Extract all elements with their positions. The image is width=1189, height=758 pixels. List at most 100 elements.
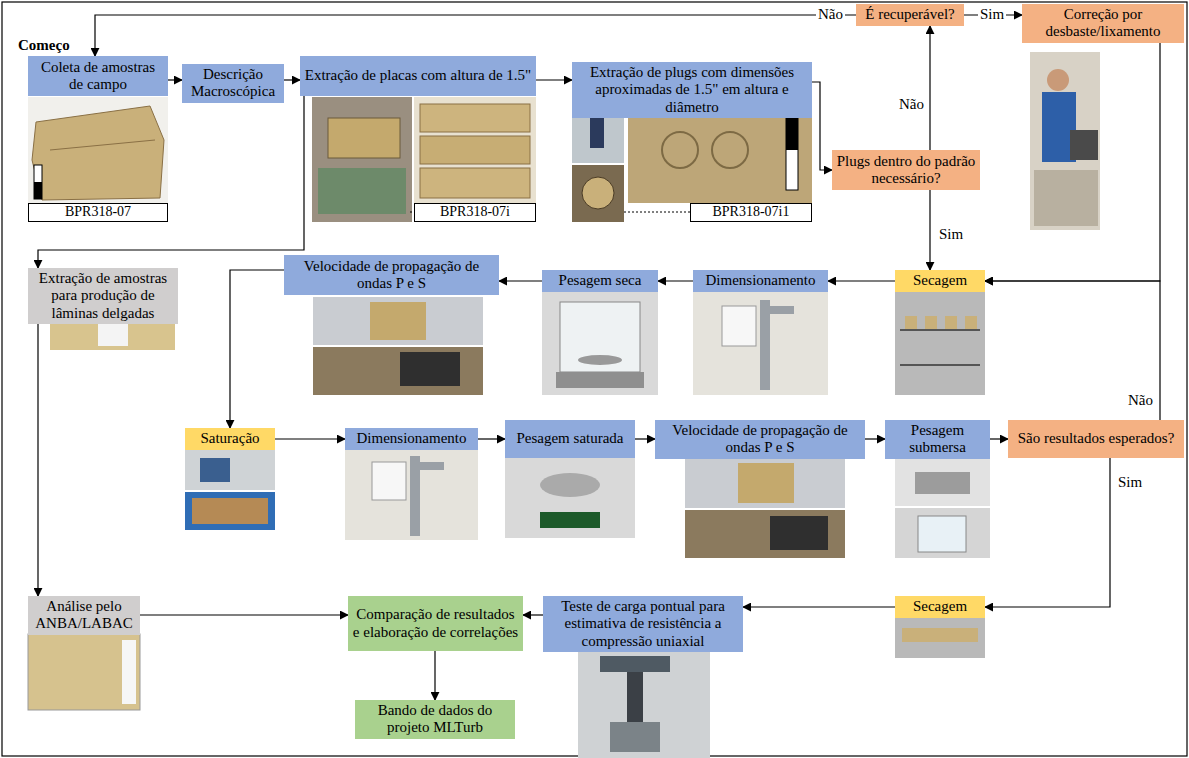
balance — [915, 472, 970, 494]
plug — [722, 306, 756, 346]
node-text: Extração de amostras para produção de lâ… — [32, 270, 174, 322]
process-box: Coleta de amostras de campo — [28, 56, 168, 96]
sample-id: BPR318-07i — [414, 203, 536, 222]
photo-ground — [578, 651, 710, 758]
photo-ground — [542, 292, 658, 395]
scale-bar — [786, 110, 798, 190]
saw-machine — [1070, 130, 1098, 160]
node-text: Velocidade de propagação de ondas P e S — [288, 258, 495, 293]
node-text: Secagem — [913, 598, 967, 615]
plug — [945, 316, 957, 329]
connector — [985, 43, 1160, 282]
analysis-box: Análise pelo ANBA/LABAC — [28, 596, 140, 635]
result-box: Comparação de resultados e elaboração de… — [348, 596, 523, 651]
node-text: Plugs dentro do padrão necessário? — [836, 153, 976, 188]
plugs — [192, 498, 268, 524]
connector — [929, 26, 930, 150]
sample-id: BPR318-07i1 — [690, 203, 812, 222]
sample-box: Extração de amostras para produção de lâ… — [28, 268, 178, 324]
rock-slab — [420, 168, 530, 198]
oven-shelf — [900, 329, 980, 331]
connector — [478, 438, 505, 439]
node-text: Secagem — [913, 272, 967, 289]
correction-box: Correção por desbaste/lixamento — [1022, 4, 1184, 43]
photo-ground — [313, 297, 483, 345]
plug-hole — [582, 177, 614, 209]
caliper — [770, 306, 794, 314]
photo-oven — [895, 292, 985, 395]
edge-label: Não — [816, 6, 845, 23]
connector — [929, 190, 930, 270]
plugs — [902, 628, 978, 642]
connector — [828, 280, 895, 281]
photo-ground — [693, 292, 828, 395]
plug-tray — [185, 492, 275, 530]
decision-box: É recuperável? — [856, 4, 964, 26]
photo-ultrasonic — [685, 458, 845, 558]
photo-balance — [505, 458, 635, 538]
node-text: Extração de placas com altura de 1.5" — [305, 67, 531, 84]
balance-pan — [540, 473, 600, 497]
rock-shape — [32, 106, 164, 200]
scale-bar — [34, 182, 42, 199]
connector — [140, 614, 348, 615]
photo-saturation — [185, 450, 275, 530]
edge-label: Sim — [1116, 474, 1144, 491]
edge-label: Sim — [978, 6, 1006, 23]
photo-oven — [895, 618, 985, 658]
press-piston — [627, 672, 643, 722]
caliper — [420, 462, 444, 470]
balance-display — [540, 512, 600, 528]
connector — [499, 280, 542, 281]
connector — [95, 15, 856, 56]
oven — [895, 618, 985, 658]
connector — [523, 614, 543, 615]
conditioning-box: Secagem — [895, 270, 985, 292]
decision-box: Plugs dentro do padrão necessário? — [832, 150, 980, 190]
connector — [37, 324, 38, 596]
connector — [865, 438, 885, 439]
lab-bench — [313, 347, 483, 395]
photo-ground — [312, 97, 412, 222]
thin-section-slide — [28, 634, 140, 710]
connector — [434, 651, 435, 700]
press-base — [610, 722, 660, 752]
dotted-link — [624, 212, 690, 213]
rock-layer — [50, 140, 155, 150]
node-text: Pesagem saturada — [516, 430, 623, 447]
photo-ground — [895, 508, 990, 558]
rock-slab — [328, 118, 400, 158]
connector — [985, 458, 1110, 607]
process-box: Velocidade de propagação de ondas P e S — [284, 255, 499, 295]
photo-slabs — [414, 97, 536, 203]
photo-balance — [542, 292, 658, 395]
node-text: Pesagem seca — [559, 272, 642, 289]
photo-ground — [28, 97, 168, 203]
node-text: Correção por desbaste/lixamento — [1026, 6, 1180, 41]
plug — [372, 462, 406, 500]
photo-plug-slab — [628, 103, 812, 203]
scale-bar — [34, 165, 42, 199]
process-box: Dimensionamento — [693, 270, 828, 292]
photo-ground — [414, 97, 536, 203]
node-text: São resultados esperados? — [1018, 430, 1175, 447]
node-text: Extração de plugs com dimensões aproxima… — [576, 64, 808, 116]
connector — [38, 96, 304, 268]
plug-outline — [662, 132, 698, 168]
caliper — [760, 300, 770, 390]
process-box: Extração de placas com altura de 1.5" — [300, 56, 536, 96]
photo-ground — [505, 458, 635, 538]
process-box: Velocidade de propagação de ondas P e S — [655, 420, 865, 459]
photo-caliper — [693, 292, 828, 395]
photo-rock-sample — [28, 97, 168, 203]
plug-outline — [712, 132, 748, 168]
rock-slab — [628, 103, 812, 203]
edge-label: Não — [897, 96, 926, 113]
connector — [230, 270, 284, 428]
process-box: Pesagem seca — [542, 270, 658, 292]
connector — [990, 438, 1008, 439]
node-text: Pesagem submersa — [889, 422, 986, 457]
start-label: Começo — [18, 37, 70, 54]
connector — [536, 79, 572, 80]
